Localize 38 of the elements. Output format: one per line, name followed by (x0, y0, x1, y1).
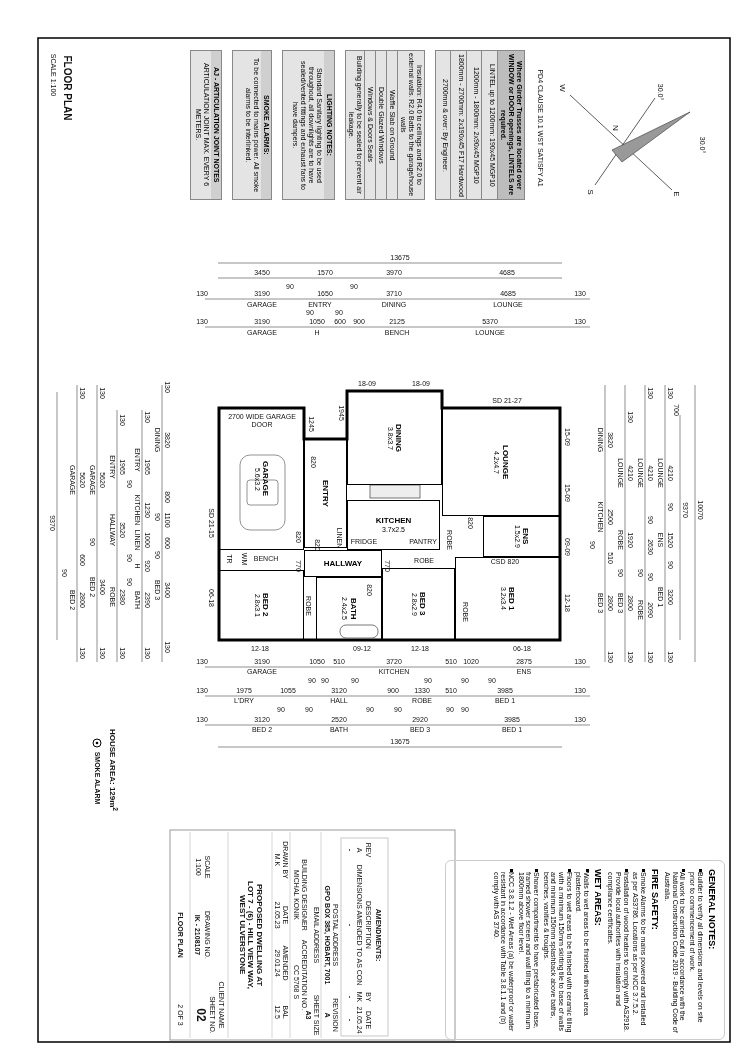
drawing-title: FLOOR PLAN (61, 55, 73, 121)
room-name: ENS (520, 528, 531, 545)
room-outline (304, 550, 382, 577)
compass-letter: N (610, 125, 620, 131)
room-outline (347, 500, 440, 550)
note-box (435, 50, 525, 200)
room-name: BED 2 (260, 593, 271, 617)
room-name: LOUNGE (500, 444, 510, 480)
room-outline (483, 516, 560, 557)
note-box (345, 50, 425, 200)
notes-heading: WET AREAS: (593, 869, 604, 928)
notes-panel (445, 860, 725, 1040)
note-box (232, 50, 272, 200)
room-name: HALLWAY (323, 558, 363, 569)
room-outline (316, 577, 382, 640)
title-block-text: PROPOSED DWELLING AT LOT 7 - (6) - HILL VIEW WAY, WEST ULVERSTONE (236, 880, 264, 990)
compass-letter: S (585, 189, 595, 195)
title-block-text: - (344, 923, 354, 927)
room-name: ENTRY (320, 480, 331, 507)
note-box (282, 50, 335, 200)
room-outline (219, 570, 304, 640)
room-name: DINING (393, 424, 404, 452)
room-name: BED 3 (417, 592, 428, 616)
compass-letter: W (557, 84, 567, 92)
room-name: KITCHEN (375, 516, 412, 526)
title-block-text: - (344, 848, 354, 852)
title-block-text: - (344, 1018, 354, 1022)
compass-letter: E (671, 191, 681, 197)
room-name: BED 1 (506, 586, 517, 611)
room-name: GARAGE (260, 461, 271, 497)
room-name: BATH (348, 597, 358, 620)
notes-heading: FIRE SAFETY: (649, 869, 661, 932)
room-outline (455, 557, 560, 640)
note-box (190, 50, 222, 200)
title-block-text: 02 (193, 1008, 207, 1022)
room-outline (442, 408, 560, 516)
notes-heading: GENERAL NOTES: (706, 869, 717, 952)
title-block-text: - (344, 995, 354, 999)
